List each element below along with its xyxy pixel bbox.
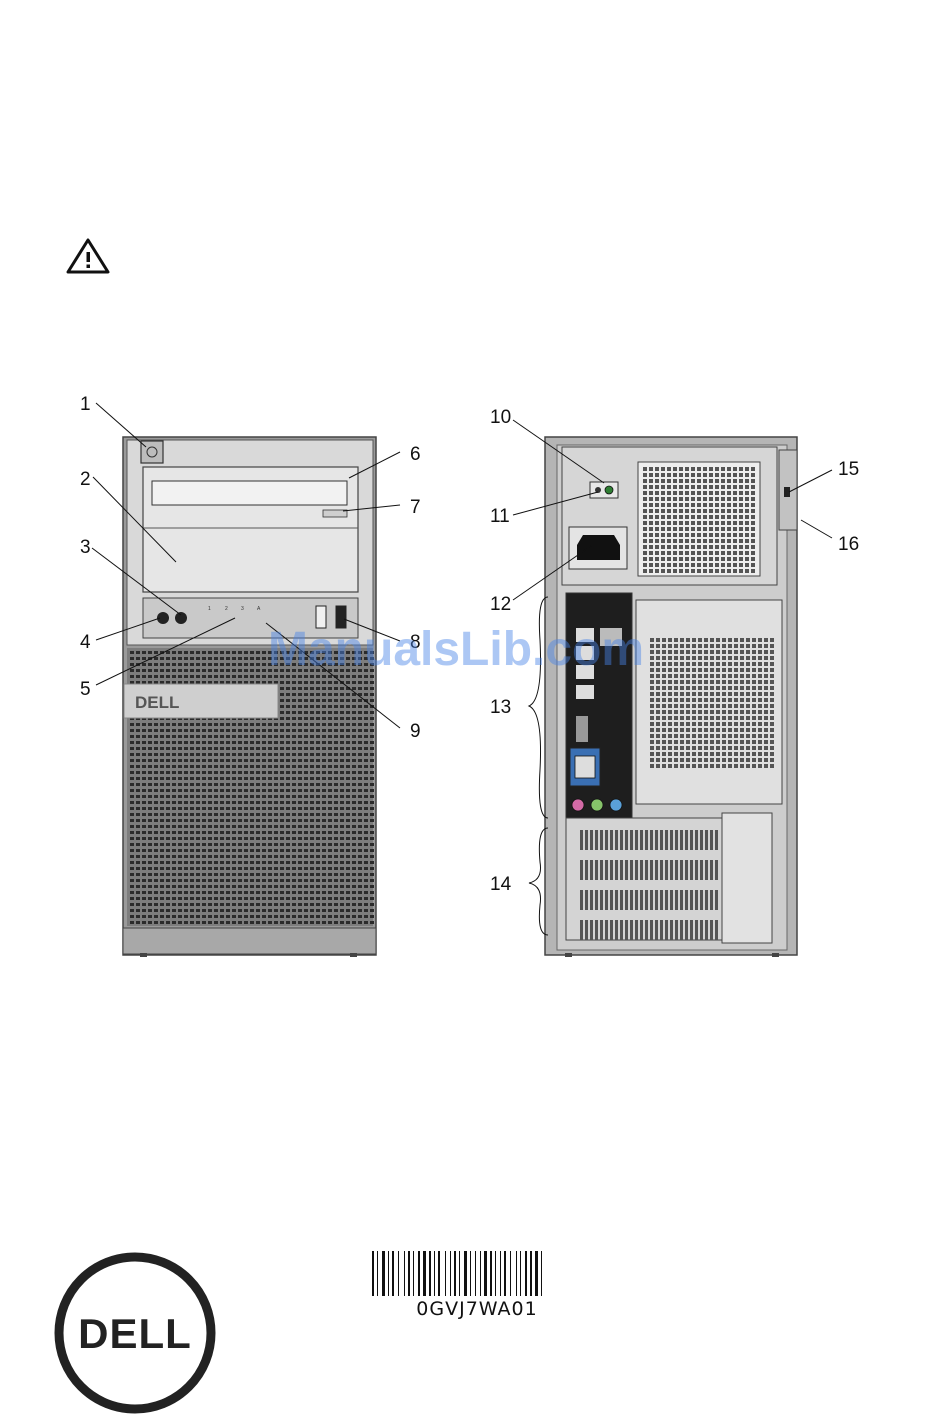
svg-text:3: 3 bbox=[241, 606, 244, 612]
callout-15: 15 bbox=[838, 459, 859, 480]
callout-12: 12 bbox=[490, 594, 511, 615]
callout-9: 9 bbox=[410, 721, 421, 742]
barcode-text: 0GVJ7WA01 bbox=[372, 1298, 582, 1320]
callout-7: 7 bbox=[410, 497, 421, 518]
callout-5: 5 bbox=[80, 679, 91, 700]
back-view-illustration bbox=[545, 437, 797, 957]
callout-3: 3 bbox=[80, 537, 91, 558]
callout-10: 10 bbox=[490, 407, 511, 428]
callout-13: 13 bbox=[490, 697, 511, 718]
callout-2: 2 bbox=[80, 469, 91, 490]
callout-4: 4 bbox=[80, 632, 91, 653]
front-dell-logo: DELL bbox=[135, 693, 179, 712]
callout-16: 16 bbox=[838, 534, 859, 555]
watermark: ManualsLib.com bbox=[268, 622, 644, 677]
dell-circle-logo: DELL bbox=[59, 1257, 211, 1409]
svg-text:1: 1 bbox=[208, 606, 211, 612]
svg-text:2: 2 bbox=[225, 606, 228, 612]
warning-triangle-icon bbox=[68, 240, 108, 272]
power-button-illustration bbox=[141, 441, 163, 463]
dell-logo-wordmark: DELL bbox=[78, 1310, 192, 1357]
barcode bbox=[372, 1251, 542, 1296]
callout-6: 6 bbox=[410, 444, 421, 465]
callout-1: 1 bbox=[80, 394, 91, 415]
callout-11: 11 bbox=[490, 506, 510, 527]
callout-14: 14 bbox=[490, 874, 512, 895]
front-view-illustration: 1 2 3 A DELL bbox=[123, 437, 376, 957]
